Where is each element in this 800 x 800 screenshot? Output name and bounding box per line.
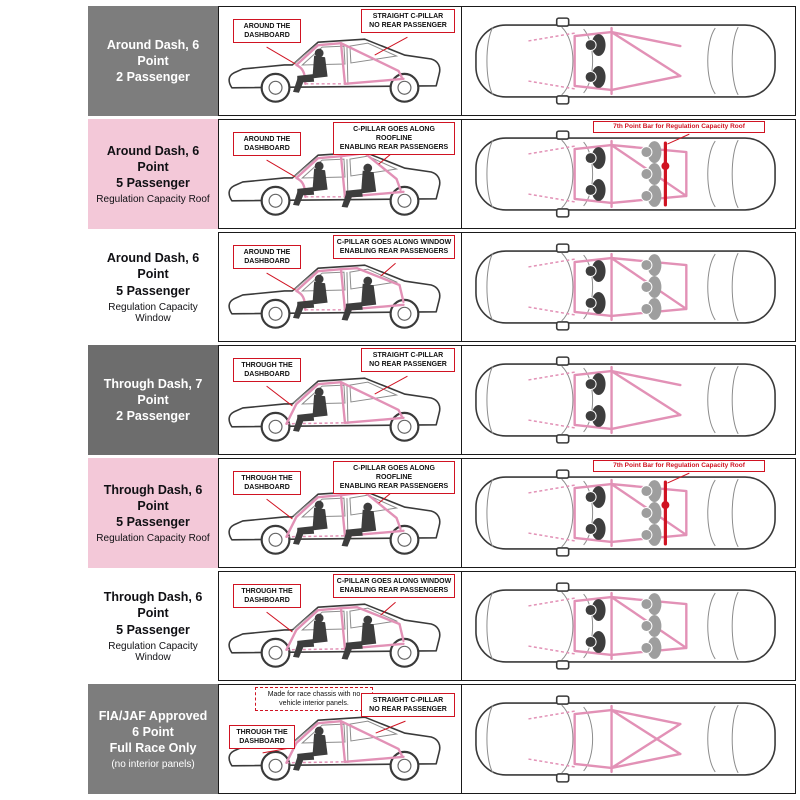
config-row-fia-jaf-6pt-race: FIA/JAF Approved 6 Point Full Race Only … — [88, 684, 796, 794]
callout-c-pillar: STRAIGHT C-PILLAR NO REAR PASSENGER — [361, 9, 455, 34]
top-view-cell: 7th Point Bar for Regulation Capacity Ro… — [462, 458, 796, 568]
row-title-line: Through Dash, 7 Point — [103, 376, 203, 407]
row-label: Through Dash, 6 Point 5 Passenger Regula… — [88, 571, 218, 681]
top-view-cell — [462, 345, 796, 455]
config-row-through-6pt-5pass-roof: Through Dash, 6 Point 5 Passenger Regula… — [88, 458, 796, 568]
car-top-diagram — [475, 243, 776, 331]
row-title-line: Around Dash, 6 Point — [106, 251, 200, 282]
callout-race-note: Made for race chassis with no vehicle in… — [255, 687, 373, 712]
config-row-around-6pt-2pass: Around Dash, 6 Point 2 Passenger AROUND … — [88, 6, 796, 116]
side-view-cell: AROUND THE DASHBOARD STRAIGHT C-PILLAR N… — [218, 6, 462, 116]
callout-dashboard: AROUND THE DASHBOARD — [233, 19, 301, 44]
top-view-cell — [462, 571, 796, 681]
seventh-point-bar — [661, 480, 670, 546]
leader-line — [374, 36, 408, 56]
row-title-line: Through Dash, 6 Point — [103, 482, 203, 513]
car-top-diagram — [475, 356, 776, 444]
row-label: Around Dash, 6 Point 5 Passenger Regulat… — [88, 119, 218, 229]
row-subtitle: (no interior panels) — [111, 759, 195, 771]
row-title-line: 2 Passenger — [116, 409, 190, 424]
car-side-diagram — [228, 375, 441, 442]
row-subtitle: Regulation Capacity Window — [108, 301, 198, 324]
leader-line — [266, 272, 296, 291]
row-subtitle: Regulation Capacity Roof — [96, 533, 210, 545]
car-top-diagram — [475, 469, 776, 557]
row-subtitle: Regulation Capacity Roof — [96, 194, 210, 206]
callout-c-pillar: C-PILLAR GOES ALONG WINDOW ENABLING REAR… — [333, 574, 455, 599]
row-title-line: 6 Point — [132, 724, 174, 739]
callout-c-pillar: C-PILLAR GOES ALONG ROOFLINE ENABLING RE… — [333, 461, 455, 495]
row-label: Around Dash, 6 Point 2 Passenger — [88, 6, 218, 116]
car-side-diagram — [228, 36, 441, 103]
row-title-line: Around Dash, 6 Point — [106, 37, 200, 68]
callout-dashboard: AROUND THE DASHBOARD — [233, 245, 301, 270]
callout-7th-point-bar: 7th Point Bar for Regulation Capacity Ro… — [593, 121, 765, 134]
row-title-line: Through Dash, 6 Point — [103, 590, 203, 621]
top-view-cell — [462, 232, 796, 342]
row-title-line: 5 Passenger — [116, 515, 190, 530]
leader-line — [375, 720, 406, 734]
car-top-diagram — [475, 695, 776, 783]
leader-line — [266, 159, 296, 178]
car-top-diagram — [475, 130, 776, 218]
side-view-cell: THROUGH THE DASHBOARD STRAIGHT C-PILLAR … — [218, 345, 462, 455]
row-title-line: FIA/JAF Approved — [98, 708, 208, 723]
row-title-line: 5 Passenger — [116, 176, 190, 191]
callout-c-pillar: C-PILLAR GOES ALONG ROOFLINE ENABLING RE… — [333, 122, 455, 156]
leader-line — [380, 601, 396, 616]
callout-dashboard: THROUGH THE DASHBOARD — [233, 471, 301, 496]
car-side-diagram — [228, 262, 441, 329]
leader-line — [266, 385, 293, 407]
leader-line — [667, 133, 690, 145]
config-row-through-6pt-5pass-window: Through Dash, 6 Point 5 Passenger Regula… — [88, 571, 796, 681]
side-view-cell: AROUND THE DASHBOARD C-PILLAR GOES ALONG… — [218, 232, 462, 342]
row-label: Around Dash, 6 Point 5 Passenger Regulat… — [88, 232, 218, 342]
top-view-cell — [462, 684, 796, 794]
row-title-line: Full Race Only — [109, 741, 197, 756]
callout-dashboard: AROUND THE DASHBOARD — [233, 132, 301, 157]
side-view-cell: Made for race chassis with no vehicle in… — [218, 684, 462, 794]
config-row-through-7pt-2pass: Through Dash, 7 Point 2 Passenger THROUG… — [88, 345, 796, 455]
row-label: Through Dash, 6 Point 5 Passenger Regula… — [88, 458, 218, 568]
callout-c-pillar: STRAIGHT C-PILLAR NO REAR PASSENGER — [361, 693, 455, 718]
row-title-line: 5 Passenger — [116, 283, 190, 298]
rollcage-configuration-chart: Around Dash, 6 Point 2 Passenger AROUND … — [88, 6, 796, 797]
callout-c-pillar: C-PILLAR GOES ALONG WINDOW ENABLING REAR… — [333, 235, 455, 260]
callout-dashboard: THROUGH THE DASHBOARD — [229, 725, 295, 750]
leader-line — [266, 46, 296, 65]
leader-line — [380, 262, 396, 277]
callout-7th-point-bar: 7th Point Bar for Regulation Capacity Ro… — [593, 460, 765, 473]
side-view-cell: THROUGH THE DASHBOARD C-PILLAR GOES ALON… — [218, 571, 462, 681]
row-subtitle: Regulation Capacity Window — [108, 640, 198, 663]
seventh-point-bar — [661, 141, 670, 207]
callout-dashboard: THROUGH THE DASHBOARD — [233, 358, 301, 383]
car-top-diagram — [475, 17, 776, 105]
side-view-cell: THROUGH THE DASHBOARD C-PILLAR GOES ALON… — [218, 458, 462, 568]
row-title-line: 2 Passenger — [116, 70, 190, 85]
row-label: Through Dash, 7 Point 2 Passenger — [88, 345, 218, 455]
callout-c-pillar: STRAIGHT C-PILLAR NO REAR PASSENGER — [361, 348, 455, 373]
row-title-line: Around Dash, 6 Point — [106, 143, 200, 174]
leader-line — [266, 611, 293, 633]
callout-dashboard: THROUGH THE DASHBOARD — [233, 584, 301, 609]
row-title-line: 5 Passenger — [116, 622, 190, 637]
leader-line — [667, 472, 690, 484]
row-label: FIA/JAF Approved 6 Point Full Race Only … — [88, 684, 218, 794]
side-view-cell: AROUND THE DASHBOARD C-PILLAR GOES ALONG… — [218, 119, 462, 229]
car-top-diagram — [475, 582, 776, 670]
leader-line — [374, 375, 408, 395]
config-row-around-6pt-5pass-roof: Around Dash, 6 Point 5 Passenger Regulat… — [88, 119, 796, 229]
leader-line — [266, 498, 293, 520]
top-view-cell — [462, 6, 796, 116]
car-side-diagram — [228, 601, 441, 668]
top-view-cell: 7th Point Bar for Regulation Capacity Ro… — [462, 119, 796, 229]
config-row-around-6pt-5pass-window: Around Dash, 6 Point 5 Passenger Regulat… — [88, 232, 796, 342]
